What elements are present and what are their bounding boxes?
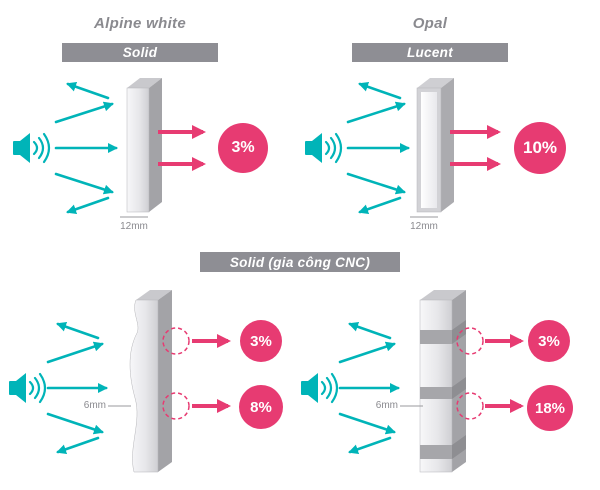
incident-reflected-arrows xyxy=(346,81,410,215)
cnc-wavy-panel xyxy=(129,290,172,473)
incident-arrow xyxy=(346,101,406,124)
thickness-label: 12mm xyxy=(120,221,148,232)
reflected-arrow xyxy=(56,436,100,455)
reflected-arrow xyxy=(358,196,402,215)
transmission-badge: 3% xyxy=(528,320,570,362)
transmission-badge: 3% xyxy=(240,320,282,362)
incident-arrow xyxy=(338,412,396,435)
speaker-icon xyxy=(11,131,51,165)
speaker-icon xyxy=(7,371,47,405)
thickness-label: 6mm xyxy=(83,400,106,411)
reflected-arrow xyxy=(358,81,402,100)
reflected-arrow xyxy=(348,436,392,455)
measure-spot-circle xyxy=(456,327,484,355)
cnc-grooved-panel xyxy=(419,290,466,473)
transmission-badge: 8% xyxy=(239,385,283,429)
finish-label-lucent: Lucent xyxy=(352,43,508,62)
speaker-icon xyxy=(299,371,339,405)
finish-label-cnc: Solid (gia công CNC) xyxy=(200,252,400,272)
reflected-arrow xyxy=(56,321,100,340)
solid-panel xyxy=(126,78,162,213)
reflected-arrow xyxy=(66,81,110,100)
incident-arrow xyxy=(46,412,104,435)
transmitted-arrows xyxy=(192,334,231,413)
transmitted-arrows xyxy=(485,334,524,413)
incident-reflected-arrows xyxy=(338,321,400,455)
speaker-icon xyxy=(303,131,343,165)
incident-reflected-arrows xyxy=(54,81,118,215)
incident-arrow xyxy=(54,172,114,195)
transmission-badge: 10% xyxy=(514,122,566,174)
finish-label-solid: Solid xyxy=(62,43,218,62)
reflected-arrow xyxy=(348,321,392,340)
transmitted-arrows xyxy=(158,125,206,171)
measure-spot-circle xyxy=(162,327,190,355)
incident-arrow xyxy=(46,341,104,364)
transmitted-arrows xyxy=(450,125,501,171)
incident-arrow xyxy=(54,101,114,124)
measure-spot-circle xyxy=(162,392,190,420)
lucent-panel xyxy=(416,78,454,213)
transmission-badge: 3% xyxy=(218,123,268,173)
incident-arrow xyxy=(346,172,406,195)
thickness-label: 12mm xyxy=(410,221,438,232)
material-title-alpine-white: Alpine white xyxy=(94,15,186,32)
reflected-arrow xyxy=(66,196,110,215)
transmission-badge: 18% xyxy=(527,385,573,431)
thickness-label: 6mm xyxy=(375,400,398,411)
incident-reflected-arrows xyxy=(46,321,108,455)
measure-spot-circle xyxy=(456,392,484,420)
material-title-opal: Opal xyxy=(412,15,448,32)
incident-arrow xyxy=(338,341,396,364)
